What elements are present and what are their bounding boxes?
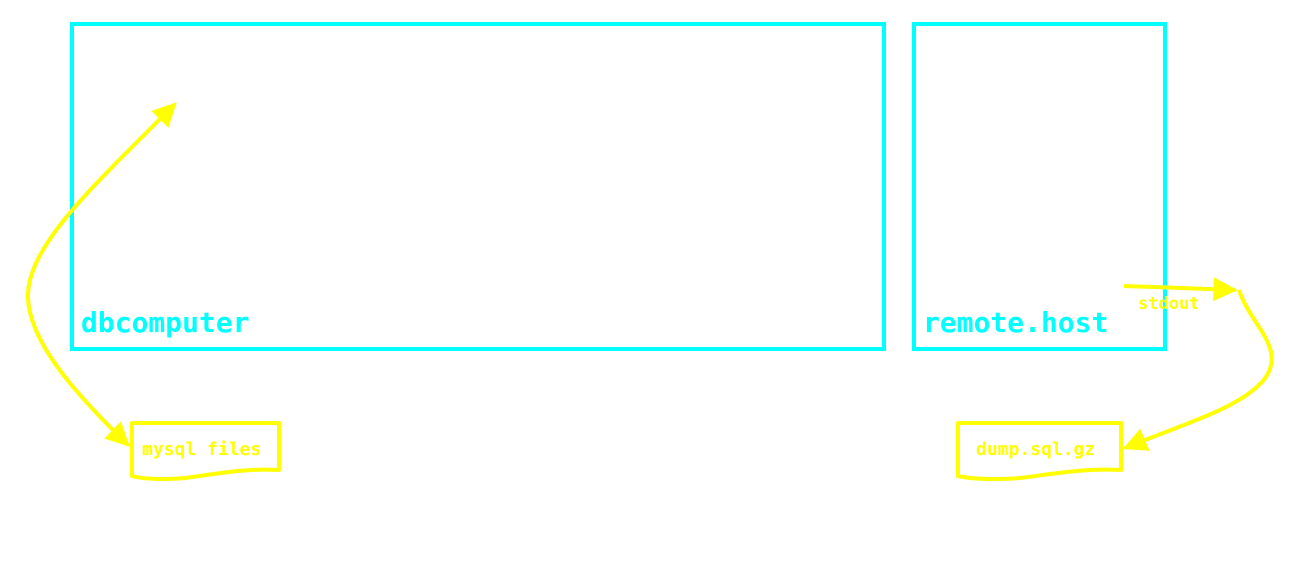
dbcomputer-box: [70, 22, 886, 351]
dump-sql-gz-document: [956, 421, 1123, 482]
stdout-label: stdout: [1138, 294, 1199, 314]
mysql-files-flow-arrow: [25, 102, 177, 447]
mysql-files-label: mysql files: [142, 439, 261, 460]
mysql-files-document: [130, 421, 281, 482]
remote-host-label: remote.host: [923, 306, 1108, 339]
dump-flow-arrow: [1122, 289, 1274, 451]
stdout-arrow: [1123, 277, 1238, 302]
remote-host-box: [912, 22, 1167, 351]
dump-sql-gz-label: dump.sql.gz: [976, 439, 1095, 460]
dbcomputer-label: dbcomputer: [81, 306, 250, 339]
